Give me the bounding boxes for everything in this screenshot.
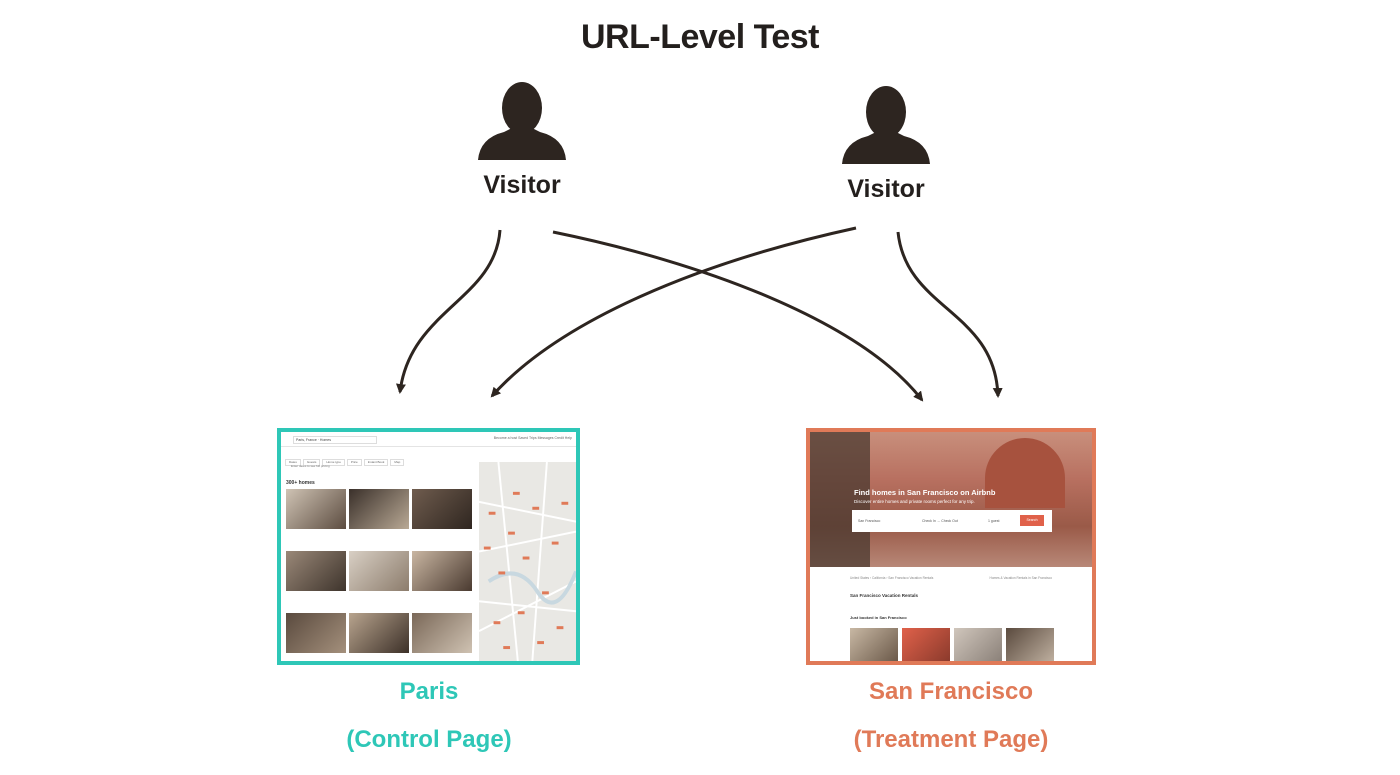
sf-guests-field: 1 guest: [988, 519, 1000, 523]
paris-search-input: Paris, France · Homes: [293, 436, 377, 444]
sf-headline: Find homes in San Francisco on Airbnb: [854, 488, 996, 497]
filter-chip: Dates: [285, 459, 301, 466]
sf-section-title: San Francisco Vacation Rentals: [850, 593, 919, 598]
sf-section-subtitle: Just booked in San Francisco: [850, 615, 907, 620]
listing-card: [349, 613, 409, 653]
visitor-label: Visitor: [847, 175, 925, 203]
arrow-left-to-sf: [552, 230, 924, 402]
sf-page-screenshot: Find homes in San Francisco on Airbnb Di…: [806, 428, 1096, 665]
paris-home-count: 300+ homes: [286, 480, 315, 486]
sf-label: San Francisco: [868, 678, 1034, 705]
paris-label: Paris: [399, 678, 459, 705]
sf-breadcrumb-right: Homes & Vacation Rentals in San Francisc…: [989, 576, 1052, 580]
sf-breadcrumb: United States › California › San Francis…: [850, 576, 934, 580]
listing-thumb: [954, 628, 1002, 661]
paris-map: [478, 461, 576, 661]
sf-search-form: San Francisco Check In → Check Out 1 gue…: [852, 510, 1052, 532]
paris-pricing-note: Enter dates to see full pricing: [291, 464, 330, 468]
listing-card: [412, 489, 472, 529]
sf-trees: [810, 432, 870, 567]
person-icon: [842, 86, 930, 164]
visitor-left: Visitor: [452, 78, 592, 200]
diagram-title: URL-Level Test: [581, 18, 819, 56]
sf-where-field: San Francisco: [858, 519, 881, 523]
filter-chip: Home type: [322, 459, 345, 466]
filter-chip: Map: [390, 459, 405, 466]
sf-when-field: Check In → Check Out: [922, 519, 958, 523]
visitor-label: Visitor: [483, 171, 561, 199]
listing-card: [412, 551, 472, 591]
sf-sublabel: (Treatment Page): [853, 726, 1049, 753]
listing-thumb: [850, 628, 898, 661]
arrow-right-to-sf: [896, 231, 1003, 398]
paris-nav: Become a host Saved Trips Messages Credi…: [493, 436, 572, 440]
listing-card: [349, 551, 409, 591]
filter-chip: Price: [346, 459, 362, 466]
arrow-right-to-paris: [490, 226, 857, 398]
filter-chip: Instant Book: [363, 459, 389, 466]
sf-dome: [985, 438, 1065, 508]
listing-card: [286, 613, 346, 653]
listing-thumb: [902, 628, 950, 661]
listing-card: [286, 551, 346, 591]
sf-search-button: Search: [1020, 515, 1044, 526]
paris-header: Paris, France · Homes Become a host Save…: [281, 432, 576, 447]
arrow-left-to-paris: [396, 229, 502, 394]
paris-sublabel: (Control Page): [346, 726, 512, 753]
listing-card: [412, 613, 472, 653]
paris-page-screenshot: Paris, France · Homes Become a host Save…: [277, 428, 580, 665]
visitor-right: Visitor: [816, 82, 956, 204]
sf-subheadline: Discover entire homes and private rooms …: [854, 499, 975, 504]
listing-card: [286, 489, 346, 529]
listing-card: [349, 489, 409, 529]
person-icon: [478, 82, 566, 160]
filter-chip: Guests: [302, 459, 321, 466]
listing-thumb: [1006, 628, 1054, 661]
